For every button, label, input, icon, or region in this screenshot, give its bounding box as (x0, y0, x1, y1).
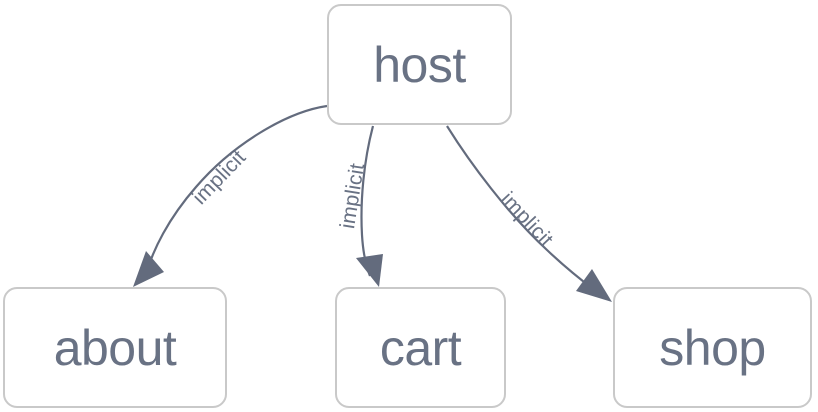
edge-host-about[interactable]: implicit (133, 104, 328, 287)
edge-host-cart[interactable]: implicit (336, 125, 383, 287)
node-cart-label: cart (379, 319, 462, 376)
node-about[interactable]: about (3, 287, 227, 408)
edge-label-host-shop: implicit (496, 188, 558, 252)
node-shop[interactable]: shop (613, 287, 812, 408)
edge-host-shop[interactable]: implicit (446, 125, 612, 302)
edge-label-host-cart: implicit (336, 162, 369, 231)
node-shop-label: shop (659, 319, 766, 376)
node-about-label: about (53, 319, 177, 376)
node-host-label: host (373, 36, 466, 93)
node-host[interactable]: host (327, 4, 512, 125)
edge-host-about-path (144, 104, 328, 275)
arrowhead-icon (356, 254, 383, 287)
arrowhead-icon (133, 251, 164, 287)
arrowhead-icon (576, 269, 612, 302)
edge-host-shop-path (446, 125, 598, 293)
edge-label-host-about: implicit (188, 146, 250, 209)
node-cart[interactable]: cart (335, 287, 506, 408)
